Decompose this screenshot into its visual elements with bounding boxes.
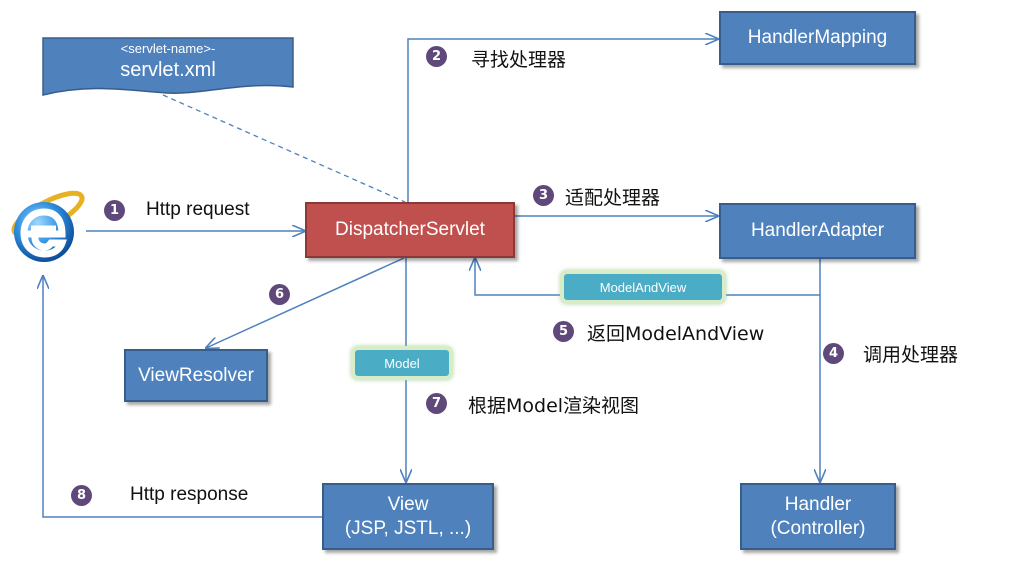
step-2-label: 寻找处理器: [471, 49, 567, 71]
handler-mapping-label: HandlerMapping: [747, 27, 888, 48]
handler-mapping-box: HandlerMapping: [719, 11, 916, 65]
step-8-badge: 8: [71, 485, 92, 506]
controller-label: (Controller): [770, 517, 866, 539]
arrow-http-response: [43, 276, 322, 518]
handler-adapter-box: HandlerAdapter: [719, 203, 916, 259]
model-tag-label: Model: [384, 355, 420, 371]
view-resolver-label: ViewResolver: [138, 364, 254, 386]
arrow-view-resolver: [206, 257, 405, 348]
dispatcher-servlet-label: DispatcherServlet: [335, 219, 485, 240]
step-4-label: 调用处理器: [863, 344, 959, 366]
step-5-label: 返回ModelAndView: [587, 323, 765, 345]
view-technologies-label: (JSP, JSTL, ...): [344, 517, 472, 539]
step-6-badge: 6: [269, 284, 290, 305]
model-and-view-tag-label: ModelAndView: [599, 279, 687, 295]
servlet-name-tag: <servlet-name>-: [120, 41, 216, 56]
dispatcher-servlet-box: DispatcherServlet: [305, 202, 515, 258]
step-1-badge: 1: [104, 200, 125, 221]
step-2-badge: 2: [426, 46, 447, 67]
handler-adapter-label: HandlerAdapter: [750, 220, 885, 241]
view-label: View: [387, 493, 429, 515]
step-7-label: 根据Model渲染视图: [468, 395, 640, 417]
step-8-label: Http response: [130, 484, 249, 505]
handler-box: Handler (Controller): [740, 483, 896, 550]
step-3-label: 适配处理器: [565, 187, 661, 209]
view-box: View (JSP, JSTL, ...): [322, 483, 494, 550]
handler-label: Handler: [784, 493, 852, 515]
view-resolver-box: ViewResolver: [124, 349, 268, 402]
step-3-badge: 3: [533, 185, 554, 206]
internet-explorer-icon: [11, 190, 85, 262]
step-1-label: Http request: [146, 199, 250, 220]
step-5-badge: 5: [553, 321, 574, 342]
model-tag: Model: [351, 346, 453, 380]
config-dashed-link: [162, 94, 406, 203]
step-7-badge: 7: [426, 393, 447, 414]
arrow-find-handler: [407, 39, 718, 202]
servlet-xml-filename: servlet.xml: [120, 59, 216, 81]
step-4-badge: 4: [823, 343, 844, 364]
document-icon: [42, 37, 294, 96]
model-and-view-tag: ModelAndView: [560, 270, 726, 304]
servlet-config-document: <servlet-name>- servlet.xml: [42, 37, 294, 87]
